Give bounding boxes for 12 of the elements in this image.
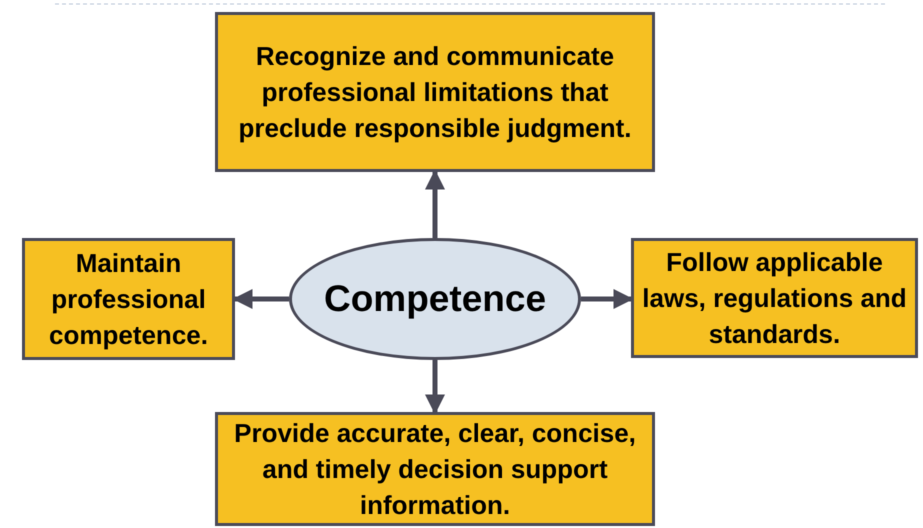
topic-title: Competence: [324, 276, 546, 321]
principle-text: Maintain professional competence.: [48, 247, 209, 352]
arrow: [425, 360, 445, 414]
principle-text: Recognize and communicate professional limitations that preclude responsible judgment.: [238, 40, 632, 145]
arrow: [581, 289, 634, 309]
principle-text: Follow applicable laws, regulations and standards.: [642, 246, 907, 351]
principle-box: [215, 12, 655, 172]
arrow: [425, 170, 445, 238]
principle-box: [215, 412, 655, 526]
principle-box: [22, 238, 235, 360]
principle-text: Provide accurate, clear, concise, and timely decision support information.: [233, 417, 637, 522]
principle-box: [631, 238, 918, 358]
